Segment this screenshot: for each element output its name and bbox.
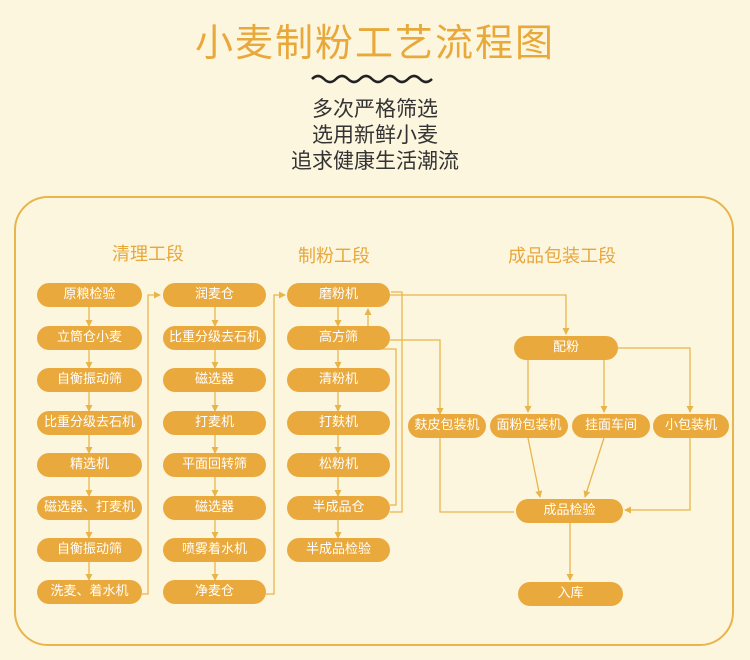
node-detacher: 松粉机 — [287, 453, 390, 477]
wave-divider — [311, 74, 433, 84]
node-semi-product-inspection: 半成品检验 — [287, 538, 390, 562]
page-title: 小麦制粉工艺流程图 — [194, 21, 555, 65]
node-warehouse: 入库 — [518, 582, 623, 606]
slogan-line-1: 多次严格筛选 — [312, 97, 438, 121]
node-destoner-1: 比重分级去石机 — [37, 411, 142, 435]
node-magnet-2: 磁选器 — [163, 496, 266, 520]
node-vibrating-screen-1: 自衡振动筛 — [37, 368, 142, 392]
node-washer-dampener: 洗麦、着水机 — [37, 580, 142, 604]
section-packing: 成品包装工段 — [508, 246, 616, 267]
node-destoner-2: 比重分级去石机 — [163, 326, 266, 350]
node-spray-dampener: 喷雾着水机 — [163, 538, 266, 562]
flowchart-frame — [14, 196, 734, 646]
node-magnet-1: 磁选器 — [163, 368, 266, 392]
node-silo-wheat: 立筒仓小麦 — [37, 326, 142, 350]
node-scourer: 打麦机 — [163, 411, 266, 435]
node-vibrating-screen-2: 自衡振动筛 — [37, 538, 142, 562]
node-cleaner: 精选机 — [37, 453, 142, 477]
node-flour-packer: 面粉包装机 — [490, 414, 568, 438]
node-roller-mill: 磨粉机 — [287, 283, 390, 307]
slogan-line-2: 选用新鲜小麦 — [312, 123, 438, 147]
node-final-inspection: 成品检验 — [516, 499, 623, 523]
node-magnet-scourer: 磁选器、打麦机 — [37, 496, 142, 520]
section-cleaning: 清理工段 — [112, 244, 184, 265]
section-milling: 制粉工段 — [298, 246, 370, 267]
node-plansifter: 平面回转筛 — [163, 453, 266, 477]
node-noodle-workshop: 挂面车间 — [572, 414, 650, 438]
node-high-sifter: 高方筛 — [287, 326, 390, 350]
node-semi-product-bin: 半成品仓 — [287, 496, 390, 520]
node-small-packer: 小包装机 — [653, 414, 729, 438]
node-raw-grain-inspection: 原粮检验 — [37, 283, 142, 307]
node-clean-wheat-bin: 净麦仓 — [163, 580, 266, 604]
node-bran-finisher: 打麸机 — [287, 411, 390, 435]
node-purifier: 清粉机 — [287, 368, 390, 392]
slogan-line-3: 追求健康生活潮流 — [291, 149, 459, 173]
node-tempering-bin: 润麦仓 — [163, 283, 266, 307]
node-bran-packer: 麸皮包装机 — [408, 414, 486, 438]
node-flour-blending: 配粉 — [514, 336, 618, 360]
